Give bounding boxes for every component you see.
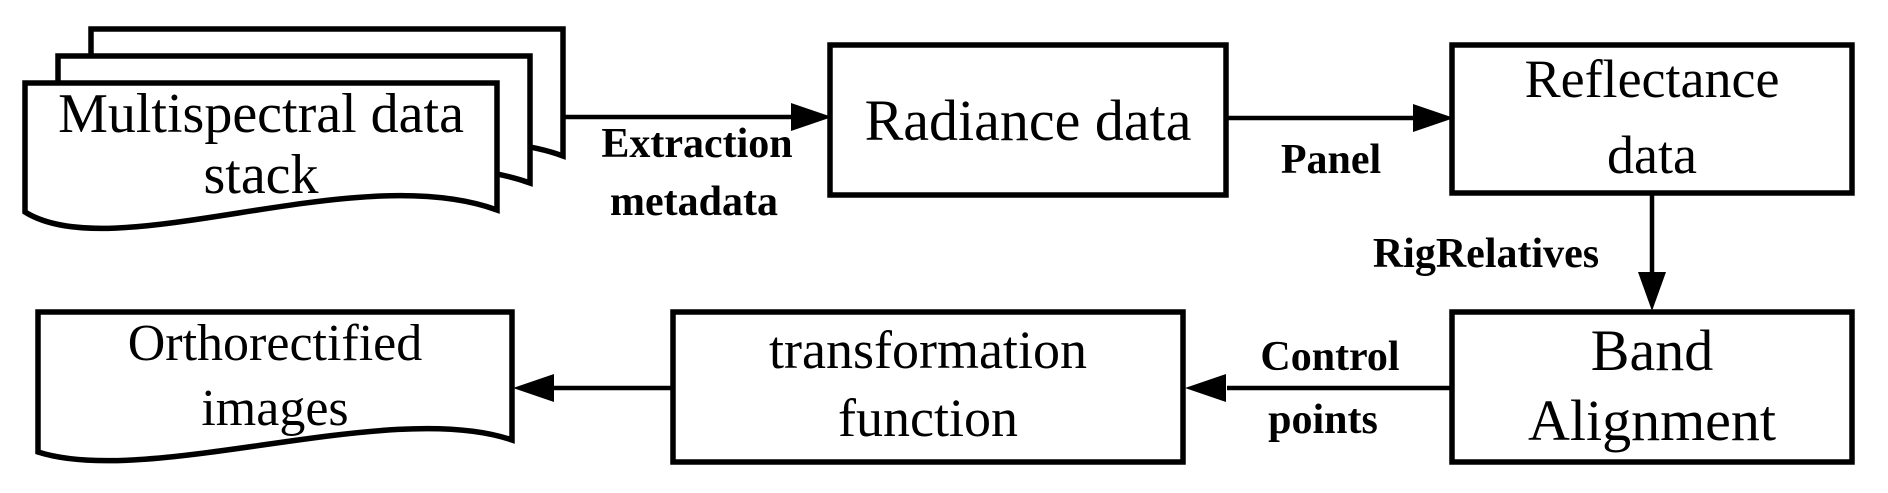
panel-arrowhead-icon: [1413, 104, 1454, 132]
control-points-arrowhead-icon: [1185, 374, 1226, 402]
multispectral-stack-label-line2: stack: [203, 144, 318, 206]
reflectance-label-line2: data: [1607, 125, 1697, 185]
edge-panel: Panel: [1226, 104, 1454, 183]
extraction-label-line2: metadata: [610, 179, 778, 225]
multispectral-stack-label-line1: Multispectral data: [58, 83, 464, 145]
document-sheet-front: [22, 80, 500, 232]
node-band-alignment: Band Alignment: [1449, 309, 1855, 465]
edge-extraction-metadata: Extraction metadata: [561, 103, 832, 225]
output-arrowhead-icon: [513, 374, 554, 402]
band-alignment-label-line2: Alignment: [1528, 388, 1776, 453]
extraction-arrowhead-icon: [791, 103, 832, 131]
panel-label: Panel: [1281, 137, 1381, 183]
reflectance-label-line1: Reflectance: [1525, 49, 1780, 109]
node-reflectance-data: Reflectance data: [1449, 42, 1855, 196]
control-points-label-line2: points: [1268, 397, 1378, 443]
rigrelatives-arrowhead-icon: [1638, 272, 1666, 311]
edge-rigrelatives: RigRelatives: [1373, 193, 1666, 311]
orthorectified-label-line2: images: [201, 380, 348, 437]
transformation-label-line1: transformation: [769, 320, 1087, 380]
band-alignment-label-line1: Band: [1591, 318, 1713, 383]
orthorectified-document-shape: [35, 309, 515, 464]
extraction-label-line1: Extraction: [601, 121, 792, 167]
edge-control-points: Control points: [1185, 334, 1452, 443]
radiance-label: Radiance data: [865, 88, 1192, 153]
orthorectified-label-line1: Orthorectified: [128, 315, 423, 372]
reflectance-box: [1449, 42, 1855, 196]
rigrelatives-label: RigRelatives: [1373, 231, 1599, 277]
node-radiance-data: Radiance data: [827, 42, 1229, 198]
node-multispectral-data-stack: Multispectral data stack: [22, 26, 566, 232]
edge-transformation-to-orthorectified: [513, 374, 671, 402]
node-orthorectified-images: Orthorectified images: [35, 309, 515, 464]
node-transformation-function: transformation function: [670, 309, 1186, 465]
control-points-label-line1: Control: [1260, 334, 1399, 380]
transformation-box: [670, 309, 1186, 465]
transformation-label-line2: function: [838, 388, 1018, 448]
